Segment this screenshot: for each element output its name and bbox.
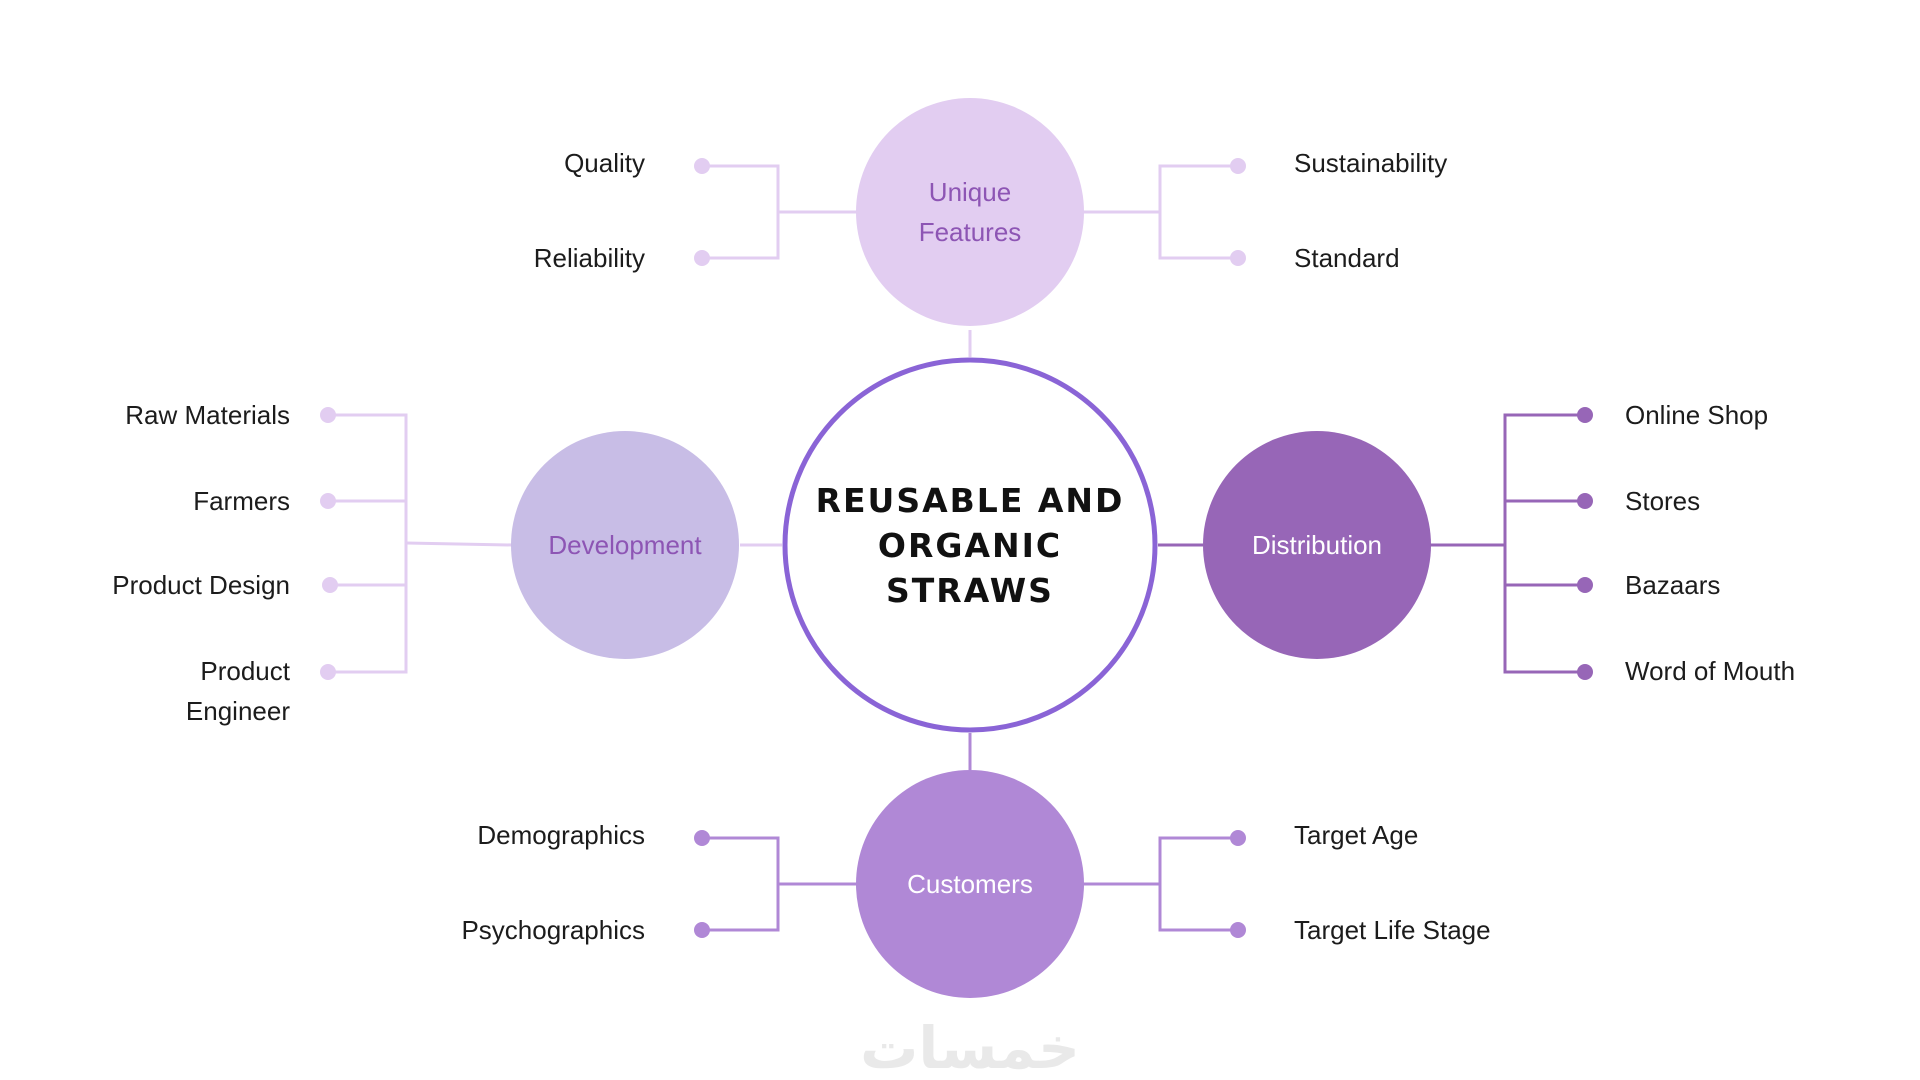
item-bazaars: Bazaars (1625, 570, 1721, 600)
center-title-text: REUSABLE AND ORGANIC STRAWS (815, 481, 1125, 610)
center-title: REUSABLE AND ORGANIC STRAWS (810, 478, 1130, 613)
customers-dots (694, 830, 1246, 938)
item-quality: Quality (564, 148, 645, 178)
distribution-label: Distribution (1251, 530, 1383, 560)
connector-dot (322, 577, 338, 593)
item-target-life-stage: Target Life Stage (1294, 915, 1491, 945)
item-target-age: Target Age (1294, 820, 1419, 850)
connector-dot (694, 158, 710, 174)
distribution-connectors (1158, 413, 1585, 674)
item-psychographics: Psychographics (461, 915, 645, 945)
distribution-circle (1203, 431, 1431, 659)
connector-line (702, 836, 780, 932)
item-raw-materials: Raw Materials (125, 400, 290, 430)
connector-dot (1230, 158, 1246, 174)
connector-line (328, 413, 408, 674)
connector-dot (1577, 577, 1593, 593)
unique-features-dots (694, 158, 1246, 266)
item-online-shop: Online Shop (1625, 400, 1769, 430)
customers-label: Customers (907, 869, 1033, 899)
unique-features-label-line2: Features (918, 217, 1022, 247)
development-connectors (328, 413, 782, 674)
item-word-of-mouth: Word of Mouth (1625, 656, 1796, 686)
item-stores: Stores (1625, 486, 1701, 516)
connector-dot (320, 407, 336, 423)
development-label: Development (548, 530, 702, 560)
connector-line (702, 164, 780, 260)
item-demographics: Demographics (477, 820, 645, 850)
watermark-logo: خمسات (860, 1014, 1080, 1080)
connector-dot (694, 250, 710, 266)
item-standard: Standard (1294, 243, 1400, 273)
development-dots (320, 407, 338, 680)
center-circle (782, 357, 1158, 733)
item-product-engineer: Product Engineer (185, 656, 290, 726)
connector-dot (320, 493, 336, 509)
connector-dot (1230, 830, 1246, 846)
item-product-design: Product Design (112, 570, 290, 600)
unique-features-connectors (702, 164, 1238, 357)
connector-line (1158, 836, 1238, 932)
connector-dot (1230, 250, 1246, 266)
connector-dot (1230, 922, 1246, 938)
unique-features-label-line1: Unique (928, 177, 1012, 207)
item-reliability: Reliability (533, 243, 645, 273)
unique-features-circle (856, 98, 1084, 326)
connector-dot (694, 830, 710, 846)
item-sustainability: Sustainability (1294, 148, 1448, 178)
connector-dot (1577, 493, 1593, 509)
connector-line (1503, 413, 1585, 674)
development-circle (511, 431, 739, 659)
distribution-dots (1577, 407, 1593, 680)
watermark-text: خمسات (860, 1014, 1080, 1080)
item-farmers: Farmers (193, 486, 290, 516)
connector-dot (1577, 664, 1593, 680)
connector-line (1158, 164, 1238, 260)
connector-line (405, 541, 513, 547)
connector-dot (320, 664, 336, 680)
customers-connectors (702, 733, 1238, 932)
connector-dot (1577, 407, 1593, 423)
customers-circle (856, 770, 1084, 998)
connector-dot (694, 922, 710, 938)
unique-features-label: Unique Features (856, 172, 1084, 252)
